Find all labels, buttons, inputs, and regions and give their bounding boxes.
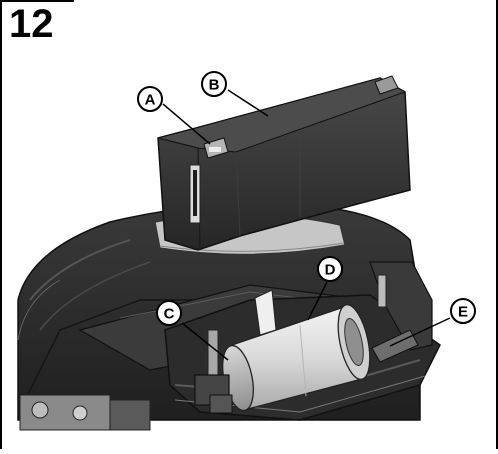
leader-line-e — [389, 317, 451, 347]
leader-line-a — [162, 103, 211, 145]
callout-label-b: B — [209, 77, 220, 94]
air-filter-element — [222, 304, 371, 412]
leader-line-b — [227, 89, 269, 117]
callout-label-e: E — [458, 304, 468, 321]
callout-e: E — [450, 298, 476, 324]
callout-label-c: C — [164, 306, 175, 323]
callout-label-d: D — [325, 262, 336, 279]
air-cleaner-cover — [157, 75, 411, 251]
callout-b: B — [201, 71, 227, 97]
retainer-post — [194, 329, 233, 414]
callout-c: C — [156, 300, 182, 326]
step-number: 12 — [9, 2, 54, 46]
leader-lines — [162, 89, 451, 361]
callout-a: A — [137, 86, 163, 112]
callout-d: D — [317, 256, 343, 282]
callout-label-a: A — [145, 92, 156, 109]
leader-line-c — [181, 322, 229, 361]
leader-line-d — [307, 281, 328, 321]
